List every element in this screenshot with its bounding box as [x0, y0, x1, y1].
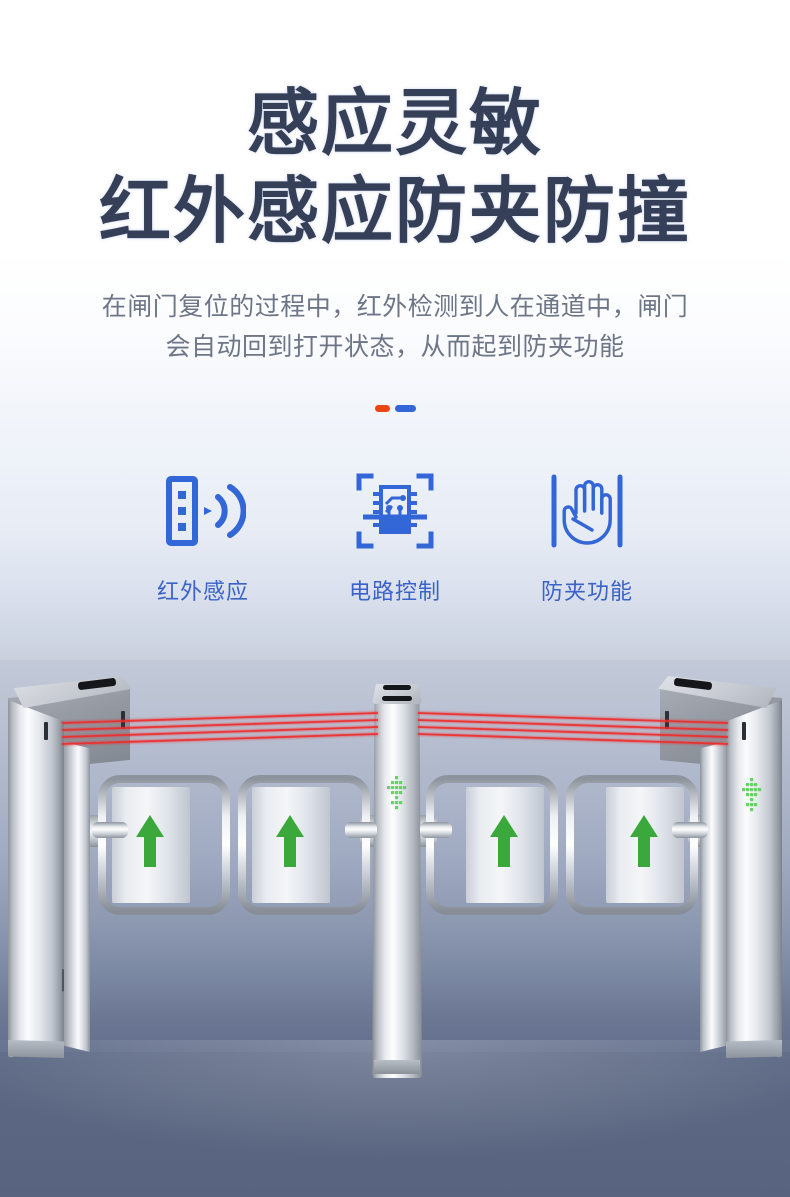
feature-item-circuit: 电路控制 [299, 470, 491, 606]
feature-row: 红外感应 [0, 470, 790, 606]
pillar-right-body [726, 700, 782, 1058]
pillar-right-inner-column [700, 742, 726, 1052]
pillar-left-inner-column [64, 742, 90, 1052]
feature-label-circuit: 电路控制 [348, 579, 441, 604]
pillar-center-card-slot-upper [383, 685, 411, 690]
product-scene [0, 660, 790, 1197]
feature-item-antipinch: 防夹功能 [491, 470, 683, 606]
arm-right [672, 822, 708, 838]
gate-wing-3 [426, 775, 558, 915]
pillar-left-sensor-window-upper [121, 711, 125, 729]
gate-wing-1 [98, 775, 230, 915]
arm-mid-r [420, 822, 452, 838]
arm-left [92, 822, 128, 838]
subtitle-line-1: 在闸门复位的过程中，红外检测到人在通道中，闸门 [101, 293, 689, 321]
divider-orange-pill [374, 405, 390, 412]
gate-arrow-2 [276, 815, 304, 867]
pillar-center-direction-indicator [387, 776, 407, 810]
gate-wing-4 [566, 775, 698, 915]
feature-item-infrared: 红外感应 [107, 470, 299, 606]
subtitle-line-2: 会自动回到打开状态，从而起到防夹功能 [165, 333, 625, 361]
pillar-right-base [726, 1040, 782, 1058]
gate-arrow-3 [490, 815, 518, 867]
gate-wing-2 [238, 775, 370, 915]
pillar-left-body [8, 700, 64, 1058]
gate-arrow-4 [630, 815, 658, 867]
headline-line-1: 感应灵敏 [246, 84, 543, 164]
pillar-center-body [372, 700, 422, 1078]
pillar-right-sensor-window-lower [742, 722, 746, 740]
section-divider [0, 405, 790, 412]
pillar-center-card-slot-lower [382, 696, 412, 701]
feature-label-antipinch: 防夹功能 [540, 579, 633, 604]
headline-line-2: 红外感应防夹防撞 [98, 172, 691, 252]
pillar-left-base [8, 1040, 64, 1058]
anti-pinch-hand-icon [550, 470, 624, 552]
gate-arrow-1 [136, 815, 164, 867]
pillar-left-sensor-window-lower [44, 722, 48, 740]
feature-label-infrared: 红外感应 [156, 579, 249, 604]
circuit-chip-icon [355, 470, 435, 552]
infrared-sensor-icon [160, 470, 246, 552]
pillar-right-direction-indicator [742, 778, 762, 812]
pillar-center-base [374, 1060, 420, 1074]
divider-blue-pill [394, 405, 416, 412]
pillar-right-sensor-window-upper [665, 711, 669, 729]
arm-mid-l [345, 822, 377, 838]
